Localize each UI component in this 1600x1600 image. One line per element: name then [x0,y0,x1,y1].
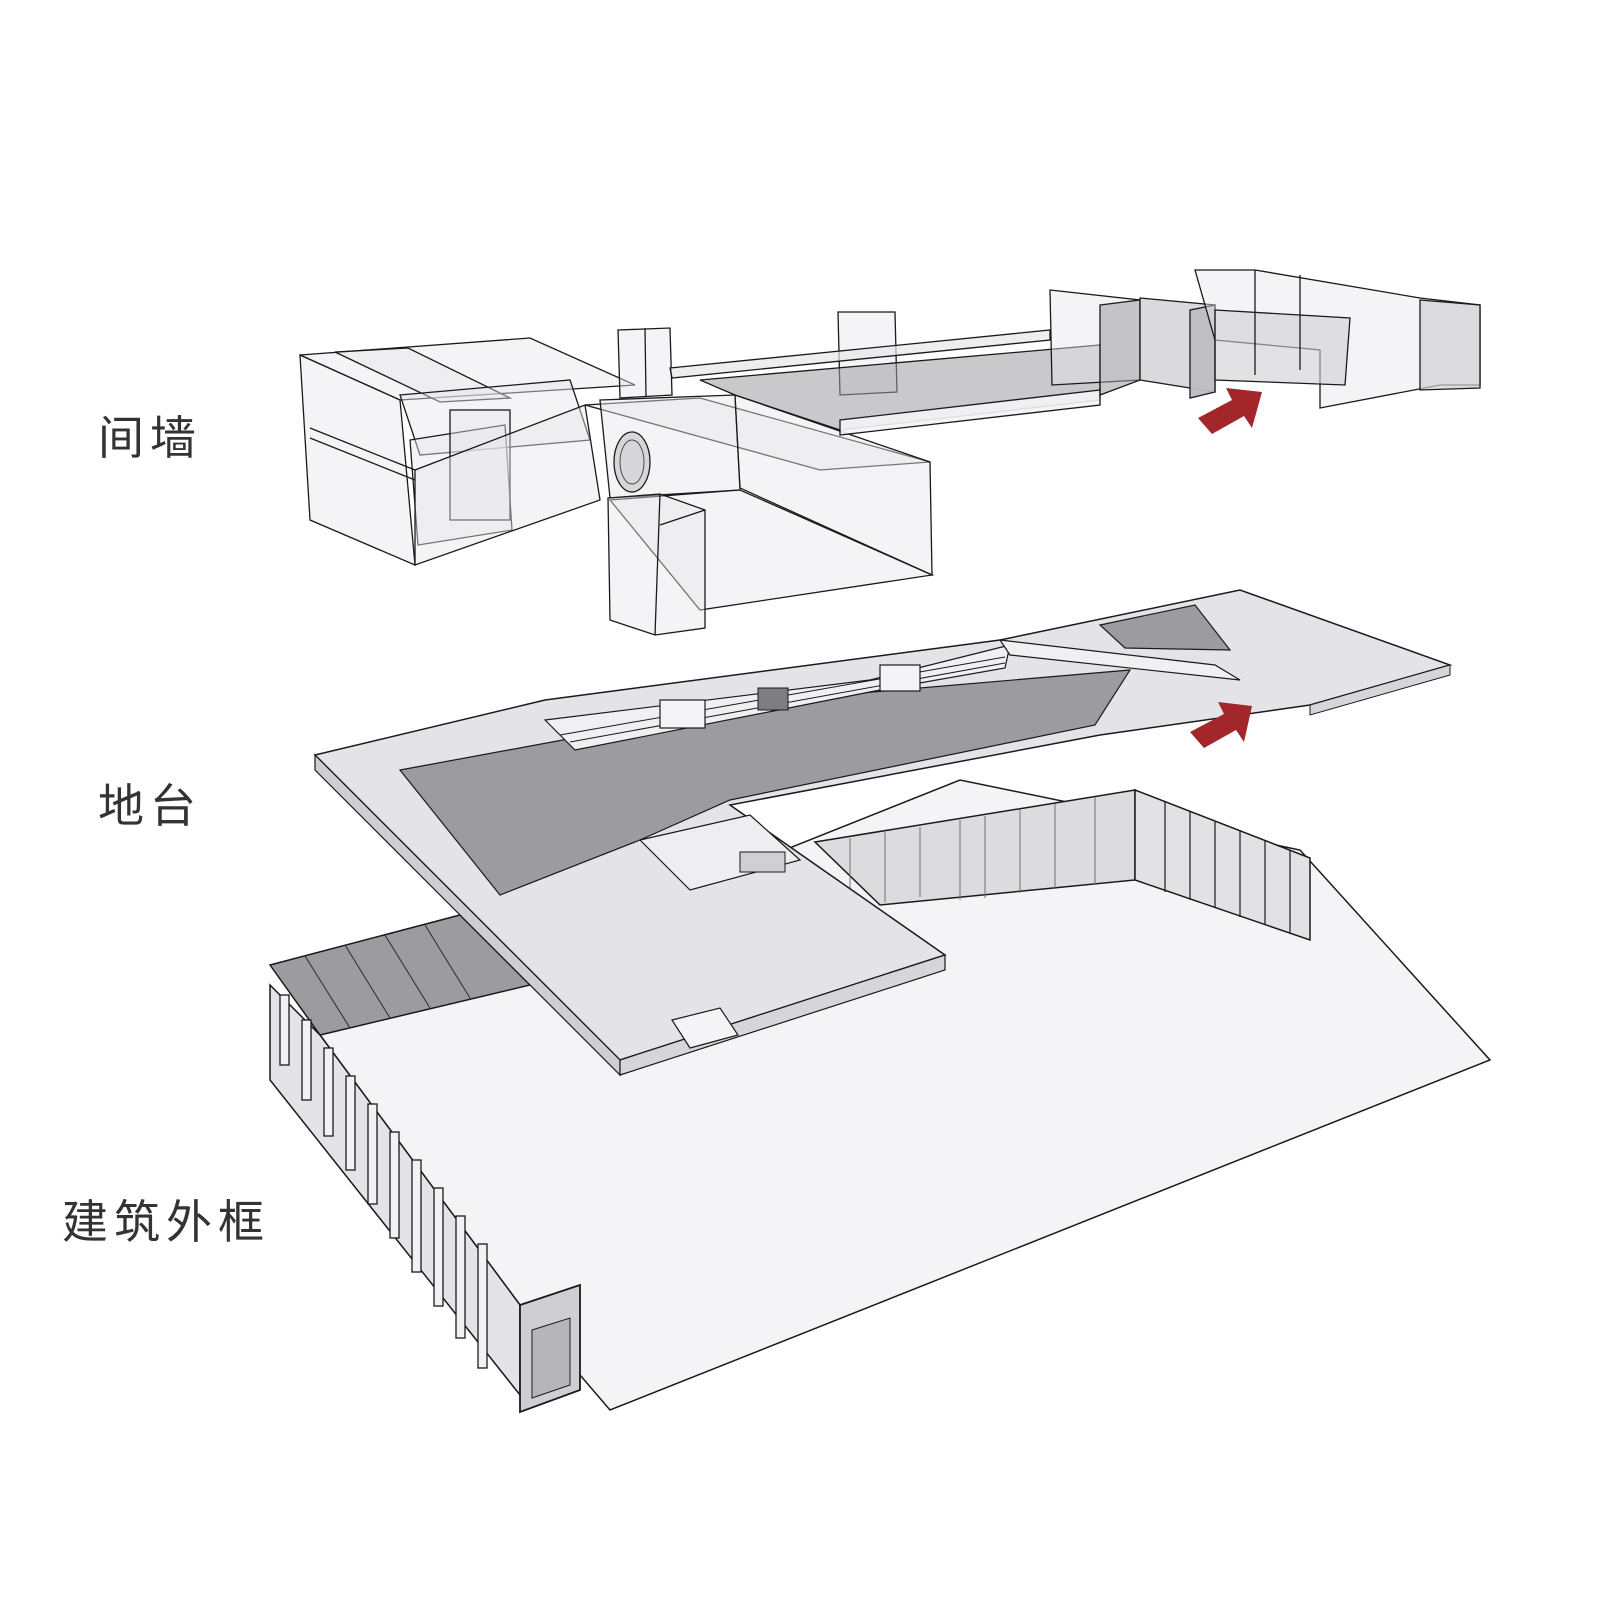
frame-left-wall-mullions [304,924,471,1029]
frame-entrance-door [531,1317,571,1399]
walls-long-back [669,329,1051,379]
walls-center-room-left [414,404,601,566]
frame-front-facade-fins [279,994,488,1369]
label-platform: 地台 [98,779,202,833]
entrance-arrow-middle [1190,702,1252,748]
label-building-frame: 建筑外框 [62,1195,270,1249]
walls-round-emblem [613,431,651,493]
platform-pier-right [879,664,921,692]
platform-entry-pad [671,1007,739,1049]
walls-left-wing-ledge-2 [309,437,416,481]
platform-walkway [998,639,1241,681]
arrow-up-right-icon [1190,388,1262,748]
walls-slanted-pair-2 [1099,299,1141,396]
platform-center-stair [757,687,789,711]
walls-left-wing-box [449,409,511,521]
walls-right-wing-box [1419,299,1481,391]
walls-left-wing-inner-1 [334,347,513,403]
walls-left-wing-ledge [309,427,416,471]
walls-center-room-bottom [608,489,935,611]
walls-long-front-edge [839,389,1101,436]
platform-front-stair [739,851,786,873]
layer-partition-walls [299,269,1481,636]
walls-solid-block-side [1189,304,1216,399]
walls-right-wing-inner [1214,309,1351,386]
platform-pier-left [659,699,706,729]
label-partition-walls: 间墙 [98,411,202,465]
platform-slab-edge-right [1309,664,1451,716]
platform-front-block [638,814,802,891]
frame-right-wall-fins [1164,802,1291,933]
platform-dark-ramp [1098,604,1232,651]
frame-right-wall [1134,788,1311,942]
entrance-arrow-top [1198,388,1262,434]
layer-platform [313,589,1453,1077]
